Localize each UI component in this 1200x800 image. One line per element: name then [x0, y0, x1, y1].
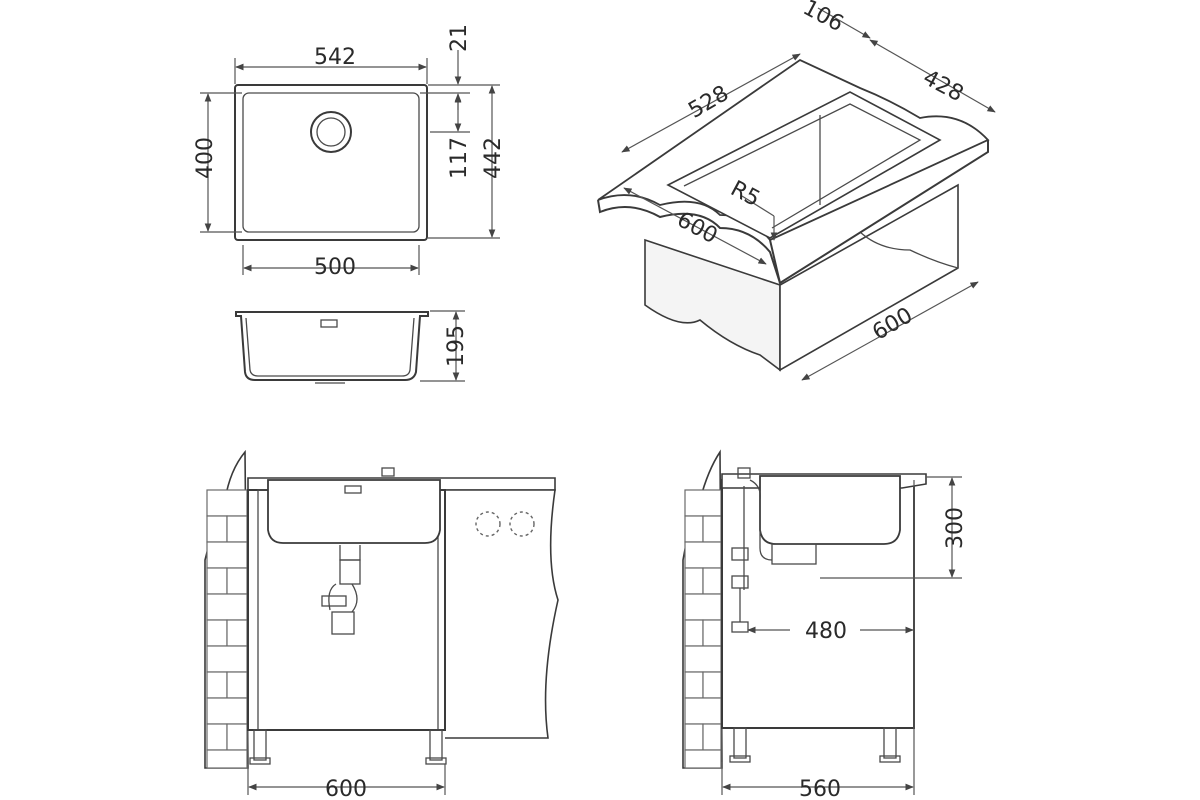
- siphon: [321, 545, 361, 635]
- isometric-view: 106 528 428 R5 600 600: [597, 0, 996, 381]
- bowl-profile: [235, 311, 429, 381]
- dim-label-600-top: 600: [673, 207, 722, 249]
- drain-outer: [310, 111, 352, 153]
- brick-wall-section: [682, 449, 723, 769]
- dim-label-600-front: 600: [325, 777, 367, 800]
- dim-line-600-side: [801, 281, 979, 381]
- dim-label-442: 442: [481, 137, 506, 179]
- dim-label-106: 106: [799, 0, 848, 37]
- sink-bowl: [242, 92, 420, 233]
- dim-label-300: 300: [943, 507, 968, 549]
- leg-left: [253, 729, 267, 761]
- sink-outer-rim: [234, 84, 428, 241]
- dim-label-480: 480: [805, 619, 847, 644]
- dim-line-106: [817, 7, 871, 39]
- dim-label-428: 428: [919, 65, 968, 107]
- cabinet-left-panel: [644, 238, 781, 372]
- leg-right: [429, 729, 443, 761]
- section-sink-bowl: [759, 475, 901, 545]
- top-view: 542 400 500 21 117 442: [193, 24, 506, 280]
- dim-label-542: 542: [314, 45, 356, 70]
- brick-wall: [204, 449, 249, 769]
- dim-label-500: 500: [314, 255, 356, 280]
- dim-line-428: [869, 39, 996, 113]
- section-view: 300 480 560: [682, 449, 968, 800]
- dim-label-21: 21: [447, 24, 472, 52]
- dim-line-528: [621, 53, 801, 153]
- drain-inner: [316, 117, 346, 147]
- side-view: 195: [235, 310, 469, 384]
- dim-line-600-top: [623, 187, 767, 265]
- dim-label-195: 195: [444, 325, 469, 367]
- front-view: 600: [204, 449, 559, 800]
- dim-label-400: 400: [193, 137, 218, 179]
- front-sink-bowl: [267, 479, 441, 544]
- dim-label-560: 560: [799, 777, 841, 800]
- dim-label-117: 117: [447, 137, 472, 179]
- overflow-slot: [320, 319, 338, 328]
